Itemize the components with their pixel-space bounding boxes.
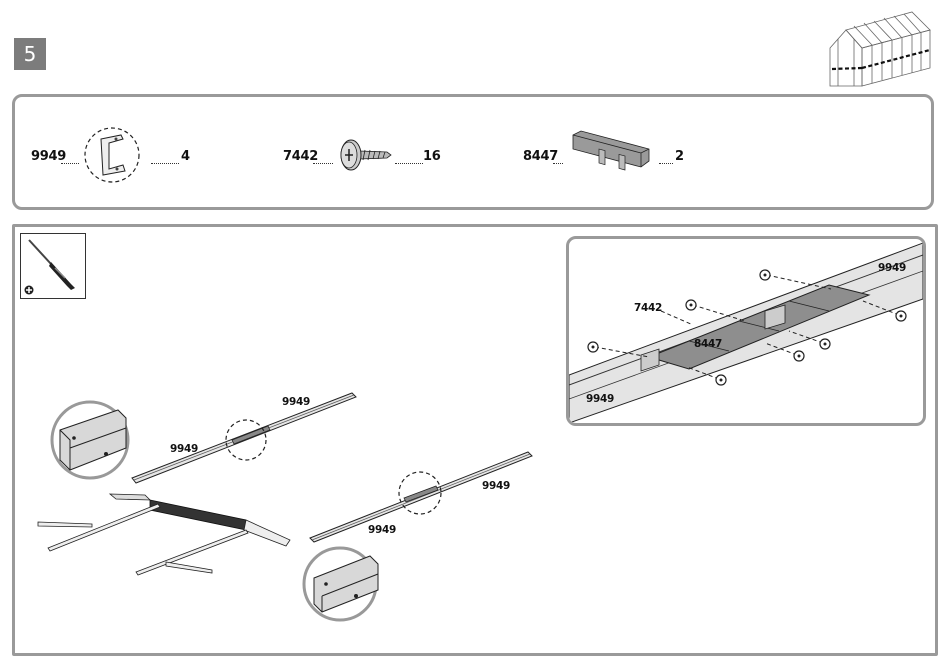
rail-label: 9949: [368, 524, 396, 536]
rail-label: 9949: [170, 443, 198, 455]
detail-label: 7442: [634, 302, 662, 314]
detail-inset: [566, 236, 926, 426]
rail-label: 9949: [482, 480, 510, 492]
rail-label: 9949: [282, 396, 310, 408]
upper-rail: [132, 393, 356, 483]
zoom-detail-upper: [52, 402, 128, 478]
detail-label: 9949: [878, 262, 906, 274]
frame-base: [38, 494, 290, 575]
detail-label: 9949: [586, 393, 614, 405]
detail-label: 8447: [694, 338, 722, 350]
rail-joint-detail: [569, 239, 923, 423]
lower-rail: [310, 452, 532, 542]
zoom-detail-lower: [304, 548, 378, 620]
